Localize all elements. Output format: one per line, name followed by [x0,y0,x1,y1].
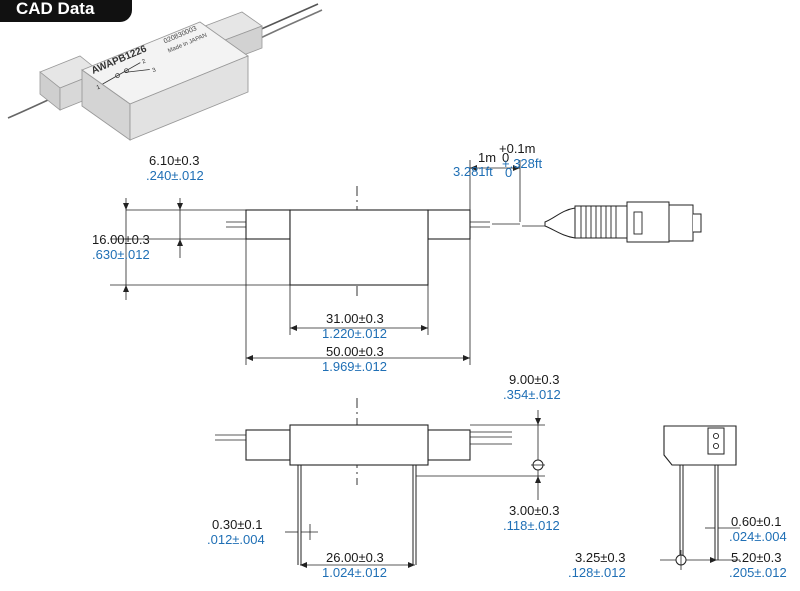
product-port-1: 1 [96,84,102,91]
dim-9-00-inch: .354±.012 [503,387,561,402]
fiber-length-tol-upper: +0.1m [499,141,536,156]
dim-0-60-metric: 0.60±0.1 [731,514,782,529]
product-photo: AWAPB1226 020830003 Made in JAPAN 1 2 3 [7,3,323,141]
dimension-labels: 1m +0.1m 0 3.281ft +.328ft 0 6.10±0.3 .2… [92,141,787,580]
fiber-length-base: 1m [478,150,496,165]
fiber-length-tol-lower: 0 [502,150,509,165]
dim-0-30-inch: .012±.004 [207,532,265,547]
fiber-length-inch-tol-lower: 0 [505,165,512,180]
dim-5-20-inch: .205±.012 [729,565,787,580]
dim-9-00-metric: 9.00±0.3 [509,372,560,387]
dim-31-00-metric: 31.00±0.3 [326,311,384,326]
dim-3-00-inch: .118±.012 [503,518,560,533]
dim-26-00-metric: 26.00±0.3 [326,550,384,565]
dim-3-25-metric: 3.25±0.3 [575,550,626,565]
dim-3-00-metric: 3.00±0.3 [509,503,560,518]
end-view [660,425,740,570]
product-port-2: 2 [141,58,147,65]
dim-50-00-metric: 50.00±0.3 [326,344,384,359]
dim-16-00-metric: 16.00±0.3 [92,232,150,247]
dim-31-00-inch: 1.220±.012 [322,326,387,341]
fiber-length-inch-base: 3.281ft [453,164,493,179]
dim-3-25-inch: .128±.012 [568,565,626,580]
fiber-length-inch-tol-upper: +.328ft [502,156,543,171]
dim-5-20-metric: 5.20±0.3 [731,550,782,565]
cad-data-badge: CAD Data [0,0,132,22]
side-view [215,398,545,568]
product-port-3: 3 [152,67,158,74]
dim-0-30-metric: 0.30±0.1 [212,517,263,532]
dim-16-00-inch: .630±.012 [92,247,150,262]
dim-6-10-inch: .240±.012 [146,168,204,183]
dim-0-60-inch: .024±.004 [729,529,787,544]
dim-26-00-inch: 1.024±.012 [322,565,387,580]
dim-6-10-metric: 6.10±0.3 [149,153,200,168]
dim-50-00-inch: 1.969±.012 [322,359,387,374]
top-view [110,160,702,365]
